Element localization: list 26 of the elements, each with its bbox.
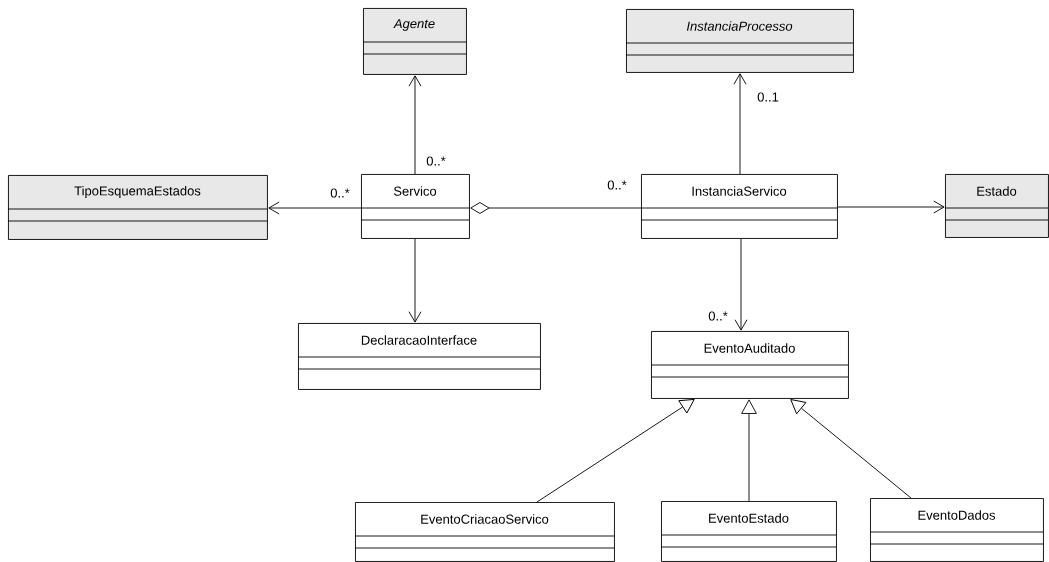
association-line xyxy=(536,399,695,503)
class-box: EventoDados xyxy=(869,498,1044,562)
class-box: EventoEstado xyxy=(660,501,837,562)
multiplicity-label: 0..* xyxy=(329,187,351,199)
association-line xyxy=(734,238,748,331)
multiplicity-label: 0..* xyxy=(606,179,628,191)
multiplicity-label: 0..* xyxy=(707,310,729,322)
association-line xyxy=(268,201,362,215)
association-line xyxy=(470,202,642,214)
class-box: EventoCriacaoServico xyxy=(354,502,615,562)
class-box: EventoAuditado xyxy=(650,331,849,399)
association-line xyxy=(837,200,945,214)
association-line xyxy=(408,75,422,175)
multiplicity-label: 0..1 xyxy=(756,91,780,103)
class-box: Servico xyxy=(360,174,470,239)
association-line xyxy=(733,73,747,175)
class-box: InstanciaProcesso xyxy=(625,9,854,73)
class-box: InstanciaServico xyxy=(640,174,838,239)
class-box: Estado xyxy=(944,174,1049,238)
class-box: DeclaracaoInterface xyxy=(297,323,541,390)
class-box: TipoEsquemaEstados xyxy=(7,175,268,240)
multiplicity-label: 0..* xyxy=(425,155,447,167)
association-line xyxy=(408,238,422,323)
association-line xyxy=(741,399,757,502)
class-box: Agente xyxy=(362,8,467,75)
association-line xyxy=(790,399,912,499)
